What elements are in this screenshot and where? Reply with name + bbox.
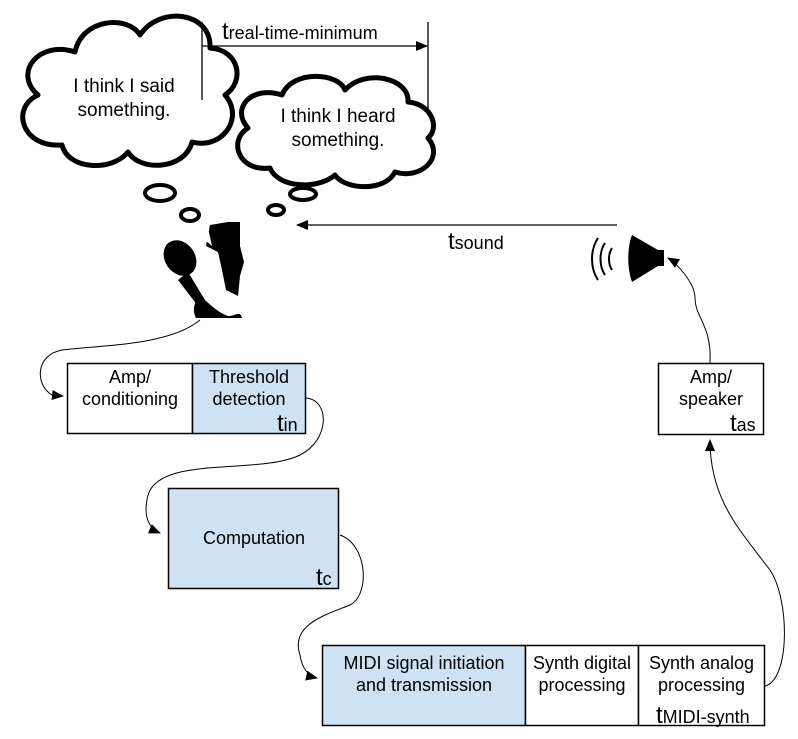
amp-speaker-line-1: Amp/ bbox=[689, 367, 732, 387]
t-c-label: tc bbox=[316, 564, 332, 592]
threshold-detection-box bbox=[191, 362, 307, 435]
threshold-detection-line-1: Threshold bbox=[208, 367, 290, 387]
t-symbol: t bbox=[448, 228, 455, 255]
synth-analog-line-2: processing bbox=[657, 675, 746, 695]
synth-digital-line-1: Synth digital bbox=[532, 653, 632, 673]
t-symbol: t bbox=[277, 410, 284, 437]
t-subscript: as bbox=[736, 415, 756, 435]
amp-speaker-box bbox=[657, 362, 765, 436]
t-subscript: sound bbox=[454, 233, 504, 253]
amp-conditioning-line-1: Amp/ bbox=[108, 367, 151, 387]
t-symbol: t bbox=[730, 410, 737, 437]
t-subscript: c bbox=[322, 569, 332, 589]
t-midi-synth-label: tMIDI-synth bbox=[656, 702, 750, 730]
listener-thought-text: I think I heard something. bbox=[258, 105, 418, 153]
t-subscript: MIDI-synth bbox=[662, 707, 750, 727]
amp-speaker-label: Amp/ speaker bbox=[659, 366, 763, 410]
speaker-thought-text: I think I said something. bbox=[44, 75, 204, 123]
listener-thought-line-2: something. bbox=[291, 130, 385, 151]
synth-analog-box bbox=[637, 644, 766, 727]
computation-to-midi-connector bbox=[297, 534, 364, 681]
t-symbol: t bbox=[656, 702, 663, 729]
amp-speaker-line-2: speaker bbox=[678, 389, 744, 409]
t-symbol: t bbox=[316, 564, 323, 591]
t-real-time-minimum-label: treal-time-minimum bbox=[222, 18, 378, 46]
speaker-thought-line-2: something. bbox=[77, 100, 171, 121]
t-subscript: real-time-minimum bbox=[228, 23, 378, 43]
synth-digital-box bbox=[524, 644, 640, 727]
listener-thought-line-1: I think I heard bbox=[280, 106, 396, 127]
threshold-to-computation-connector bbox=[145, 397, 324, 534]
singer-with-microphone-icon bbox=[163, 222, 244, 318]
t-as-label: tas bbox=[730, 410, 756, 438]
threshold-detection-line-2: detection bbox=[212, 389, 286, 409]
amp-conditioning-box bbox=[66, 362, 194, 435]
midi-signal-label: MIDI signal initiation and transmission bbox=[323, 652, 525, 696]
midi-signal-line-2: and transmission bbox=[355, 675, 493, 695]
t-subscript: in bbox=[283, 415, 298, 435]
amp-speaker-to-loudspeaker-connector bbox=[667, 257, 711, 364]
real-time-minimum-dimension bbox=[201, 22, 429, 110]
computation-label: Computation bbox=[202, 528, 306, 548]
synth-digital-line-2: processing bbox=[538, 675, 626, 695]
threshold-detection-label: Threshold detection bbox=[193, 366, 305, 410]
amp-conditioning-line-2: conditioning bbox=[81, 389, 179, 409]
t-in-label: tin bbox=[277, 410, 298, 438]
midi-signal-box bbox=[321, 644, 527, 727]
speaker-thought-line-1: I think I said bbox=[73, 76, 175, 97]
synth-digital-label: Synth digital processing bbox=[526, 652, 638, 696]
mic-to-amp-connector bbox=[39, 319, 201, 400]
synth-to-amp-speaker-connector bbox=[705, 439, 785, 687]
listener-thought-cloud bbox=[235, 73, 436, 190]
speaker-thought-cloud bbox=[20, 13, 240, 168]
loudspeaker-icon bbox=[591, 235, 664, 282]
t-sound-label: tsound bbox=[448, 228, 504, 256]
t-symbol: t bbox=[222, 18, 229, 45]
synth-analog-label: Synth analog processing bbox=[639, 652, 764, 696]
midi-signal-line-1: MIDI signal initiation bbox=[343, 653, 505, 673]
thought-bubbles bbox=[143, 183, 318, 223]
synth-analog-line-1: Synth analog bbox=[648, 653, 755, 673]
computation-box bbox=[167, 487, 340, 590]
amp-conditioning-label: Amp/ conditioning bbox=[68, 366, 192, 410]
